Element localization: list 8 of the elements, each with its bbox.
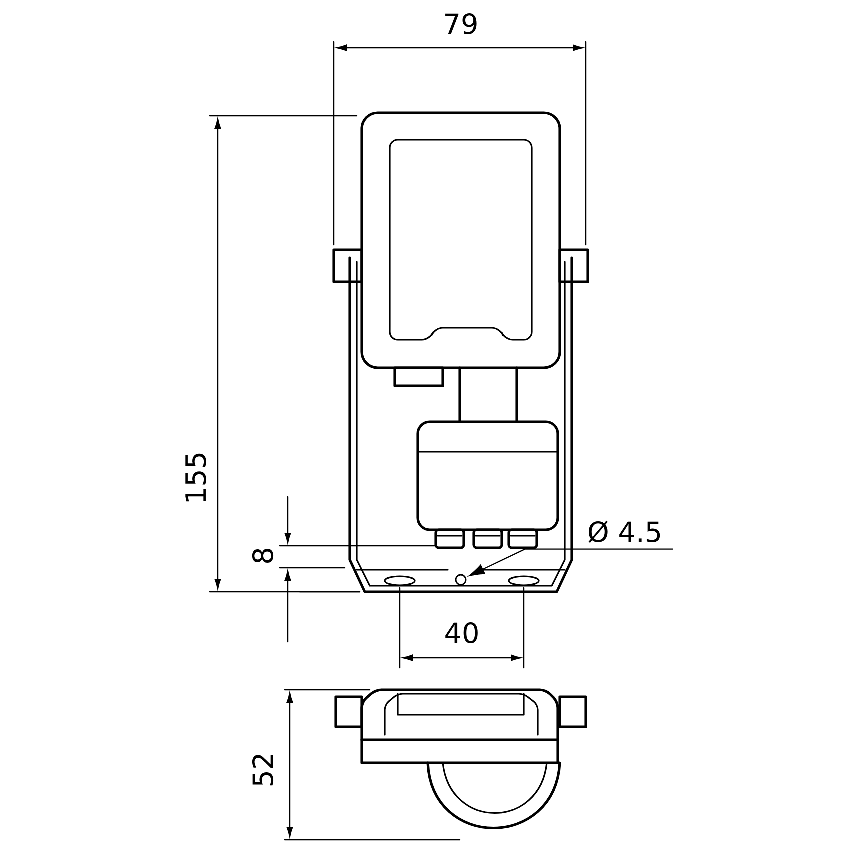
dimension-label: 8 <box>252 549 274 563</box>
hole <box>455 574 467 586</box>
leader-line <box>469 548 674 576</box>
dimension-label: 40 <box>446 622 478 644</box>
dimension-label: 52 <box>252 755 274 786</box>
dimension-label: 79 <box>446 13 477 35</box>
dimension-label: 155 <box>186 454 206 502</box>
dimension-label: Ø 4.5 <box>588 520 660 544</box>
